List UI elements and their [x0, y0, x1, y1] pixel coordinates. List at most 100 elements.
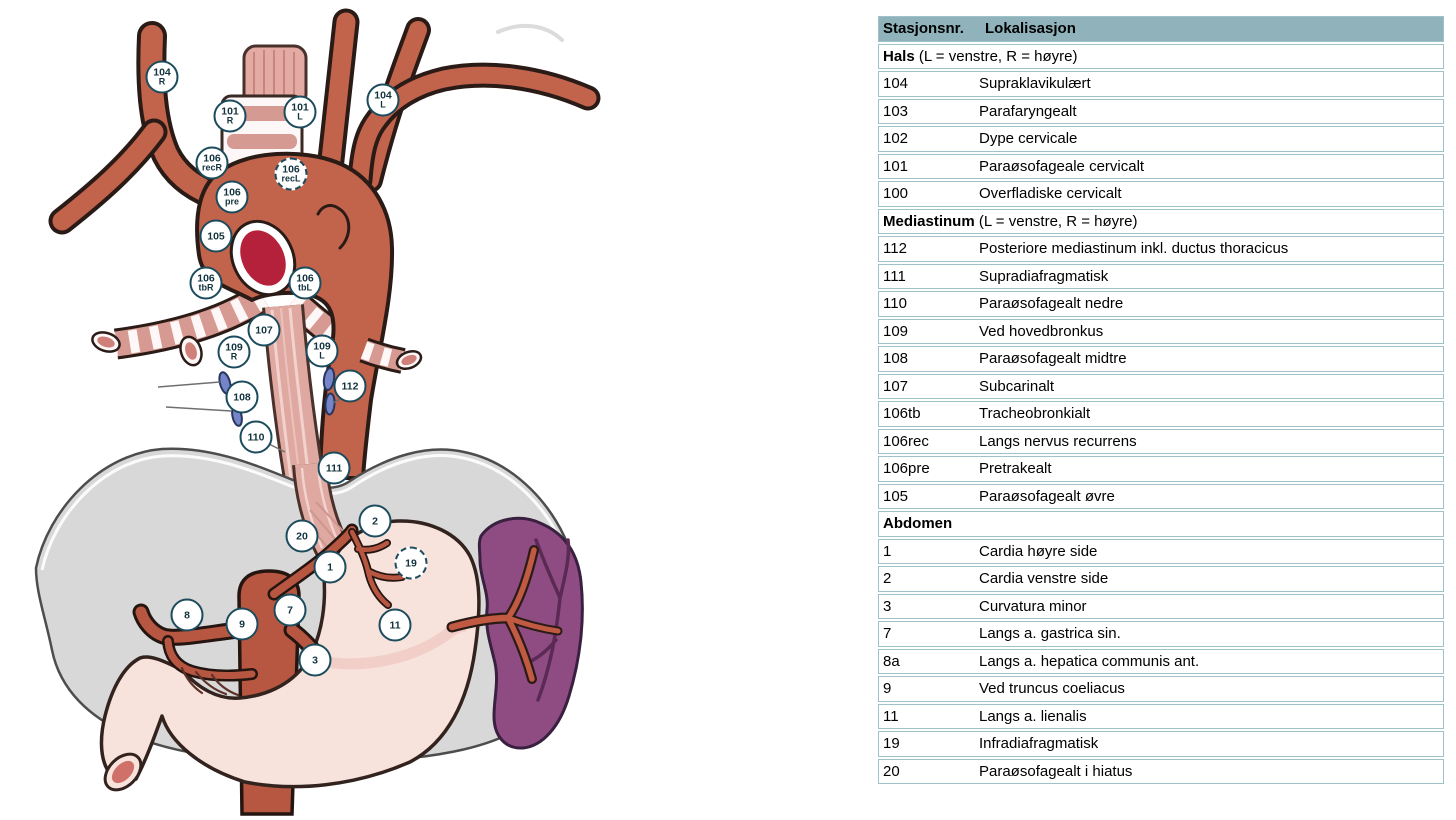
station-number-cell: 109: [883, 322, 909, 340]
station-label: R: [230, 351, 238, 362]
station-marker-11: 11: [378, 608, 412, 642]
table-row: 7 Langs a. gastrica sin.: [878, 621, 1444, 647]
station-label: 7: [287, 604, 293, 616]
station-label: 1: [327, 561, 333, 573]
localisation-cell: Supraklavikulært: [979, 75, 1091, 93]
station-marker-19: 19: [394, 546, 428, 580]
station-label: 101: [291, 101, 309, 114]
bronchus-cut-ends: [91, 331, 423, 374]
station-number-cell: 106rec: [883, 432, 929, 450]
localisation-cell: Ved hovedbronkus: [979, 322, 1104, 340]
station-label: 106: [296, 272, 314, 285]
header-localisation: Lokalisasjon: [985, 20, 1076, 38]
pointer-lines: [157, 381, 347, 453]
station-label: 106: [197, 272, 215, 285]
header-station-number: Stasjonsnr.: [883, 20, 964, 38]
station-label: tbL: [298, 282, 312, 293]
table-row: 1 Cardia høyre side: [878, 538, 1444, 564]
aortic-lumen: [229, 219, 297, 297]
table-section-row: Hals (L = venstre, R = høyre): [878, 43, 1444, 69]
station-marker-3: 3: [298, 643, 332, 677]
localisation-cell: Tracheobronkialt: [979, 405, 1091, 423]
section-title: Mediastinum (L = venstre, R = høyre): [883, 212, 1138, 230]
station-number-cell: 108: [883, 350, 909, 368]
table-header-row: Stasjonsnr. Lokalisasjon: [878, 16, 1444, 42]
table-row: 102 Dype cervicale: [878, 126, 1444, 152]
station-label: pre: [224, 196, 239, 207]
station-label: 108: [233, 391, 251, 403]
localisation-cell: Langs a. gastrica sin.: [979, 625, 1121, 643]
station-number-cell: 2: [883, 570, 892, 588]
station-label: tbR: [198, 282, 214, 293]
localisation-cell: Cardia høyre side: [979, 542, 1098, 560]
station-label: 11: [389, 619, 401, 631]
station-number-cell: 112: [883, 240, 907, 258]
table-section-row: Mediastinum (L = venstre, R = høyre): [878, 208, 1444, 234]
station-label: 106: [282, 163, 300, 176]
station-label: 2: [372, 515, 378, 527]
station-label: 101: [221, 105, 239, 118]
background-line: [496, 23, 564, 42]
station-label: 8: [184, 609, 190, 621]
station-number-cell: 7: [883, 625, 892, 643]
section-title: Hals (L = venstre, R = høyre): [883, 47, 1078, 65]
station-marker-110: 110: [239, 420, 273, 454]
station-number-cell: 1: [883, 542, 892, 560]
station-label: 109: [225, 341, 243, 354]
table-row: 104 Supraklavikulært: [878, 71, 1444, 97]
splenic-artery: [446, 545, 563, 684]
station-number-cell: 104: [883, 75, 909, 93]
localisation-cell: Langs a. hepatica communis ant.: [979, 652, 1200, 670]
station-marker-7: 7: [273, 593, 307, 627]
station-number-cell: 106pre: [883, 460, 930, 478]
station-label: 111: [325, 462, 343, 474]
cervical-esophagus: [242, 44, 308, 108]
localisation-cell: Dype cervicale: [979, 130, 1078, 148]
station-number-cell: 19: [883, 735, 900, 753]
localisation-cell: Pretrakealt: [979, 460, 1052, 478]
localisation-cell: Curvatura minor: [979, 597, 1087, 615]
station-label: 106: [203, 152, 221, 165]
localisation-cell: Paraøsofagealt i hiatus: [979, 762, 1133, 780]
station-table: Stasjonsnr. Lokalisasjon Hals (L = venst…: [878, 16, 1444, 784]
station-marker-111: 111: [317, 451, 351, 485]
station-number-cell: 106tb: [883, 405, 921, 423]
table-row: 11 Langs a. lienalis: [878, 703, 1444, 729]
station-number-cell: 102: [883, 130, 909, 148]
localisation-cell: Langs nervus recurrens: [979, 432, 1137, 450]
table-row: 106rec Langs nervus recurrens: [878, 428, 1444, 454]
station-label: L: [380, 99, 386, 110]
station-number-cell: 110: [883, 295, 907, 313]
localisation-cell: Supradiafragmatisk: [979, 267, 1109, 285]
station-number-cell: 8a: [883, 652, 900, 670]
station-label: 104: [374, 89, 392, 102]
station-label: recR: [201, 162, 222, 173]
station-number-cell: 11: [883, 707, 899, 725]
section-title: Abdomen: [883, 515, 953, 533]
station-label: L: [297, 111, 303, 122]
station-label: 107: [255, 324, 273, 336]
station-marker-108: 108: [225, 380, 259, 414]
localisation-cell: Langs a. lienalis: [979, 707, 1087, 725]
localisation-cell: Overfladiske cervicalt: [979, 185, 1122, 203]
station-marker-1: 1: [313, 550, 347, 584]
spleen: [477, 516, 584, 750]
station-marker-8: 8: [170, 598, 204, 632]
table-row: 106pre Pretrakealt: [878, 456, 1444, 482]
localisation-cell: Ved truncus coeliacus: [979, 680, 1125, 698]
